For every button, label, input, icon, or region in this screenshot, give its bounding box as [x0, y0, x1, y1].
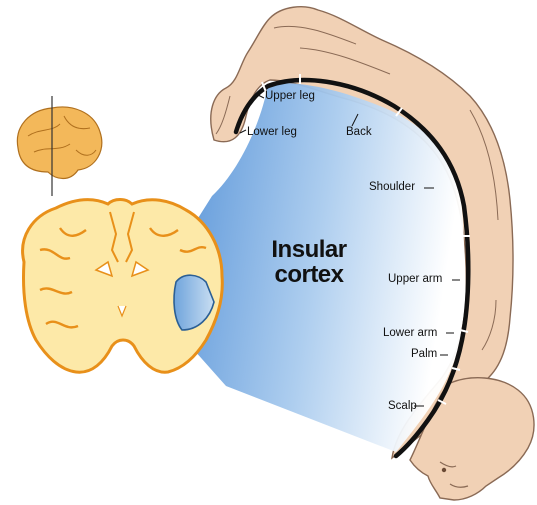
label-shoulder: Shoulder: [369, 182, 415, 194]
title-line-1: Insular: [262, 237, 356, 262]
label-lower-arm: Lower arm: [383, 328, 437, 340]
title-line-2: cortex: [262, 262, 356, 287]
label-palm: Palm: [411, 349, 437, 361]
label-back: Back: [346, 127, 372, 139]
label-lower-leg: Lower leg: [247, 127, 297, 139]
label-scalp: Scalp: [388, 401, 417, 413]
label-upper-arm: Upper arm: [388, 274, 442, 286]
lateral-brain-thumbnail: [17, 96, 101, 196]
title-insular-cortex: Insular cortex: [262, 237, 356, 287]
label-upper-leg: Upper leg: [265, 91, 315, 103]
coronal-brain-section: [23, 200, 223, 373]
